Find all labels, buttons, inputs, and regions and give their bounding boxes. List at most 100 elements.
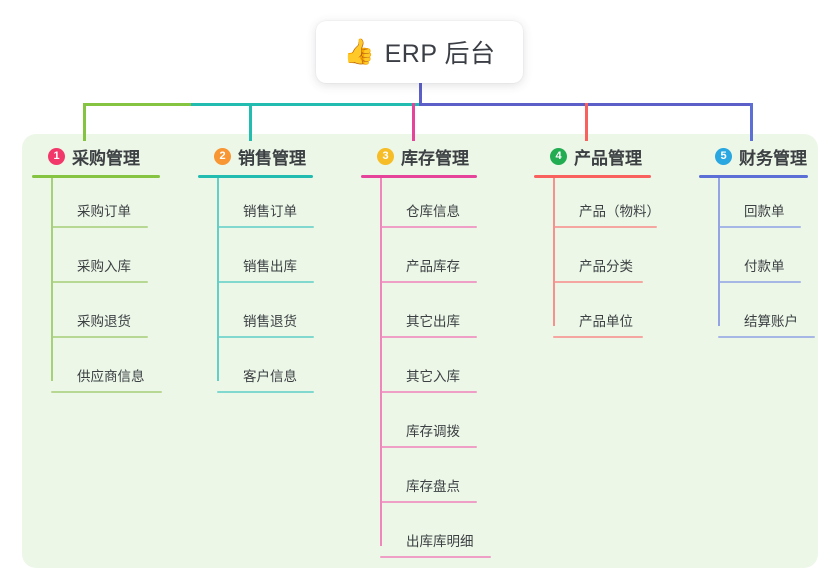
branch-spine-3	[380, 178, 382, 546]
leaf-item[interactable]: 其它出库	[380, 313, 477, 338]
branch-badge-2: 2	[214, 147, 231, 165]
root-stem-connector	[419, 83, 422, 106]
leaf-item[interactable]: 仓库信息	[380, 203, 477, 228]
leaf-label: 采购订单	[77, 204, 131, 219]
branch-rule-4	[534, 175, 651, 178]
leaf-label: 回款单	[744, 204, 785, 219]
drop-stem-col-4	[585, 103, 588, 141]
leaf-rule	[51, 391, 162, 393]
leaf-label: 销售出库	[243, 259, 297, 274]
branch-rule-5	[699, 175, 808, 178]
root-title: ERP 后台	[384, 40, 496, 68]
leaf-item[interactable]: 销售订单	[217, 203, 314, 228]
leaf-item[interactable]: 其它入库	[380, 368, 477, 393]
branch-spine-4	[553, 178, 555, 326]
leaf-label: 其它出库	[406, 314, 460, 329]
branch-header-5[interactable]: 5 财务管理	[699, 143, 808, 169]
leaf-label: 库存调拨	[406, 424, 460, 439]
leaf-item[interactable]: 库存盘点	[380, 478, 477, 503]
leaf-item[interactable]: 销售退货	[217, 313, 314, 338]
leaf-label: 其它入库	[406, 369, 460, 384]
leaf-rule	[217, 281, 314, 283]
branch-badge-1: 1	[48, 147, 65, 165]
leaf-item[interactable]: 产品分类	[553, 258, 643, 283]
branch-header-4[interactable]: 4 产品管理	[534, 143, 651, 169]
leaf-label: 客户信息	[243, 369, 297, 384]
leaf-rule	[718, 336, 815, 338]
leaf-rule	[553, 281, 643, 283]
branch-spine-5	[718, 178, 720, 326]
leaf-rule	[217, 336, 314, 338]
leaf-label: 采购退货	[77, 314, 131, 329]
leaf-rule	[553, 336, 643, 338]
branch-column-3: 3 库存管理 仓库信息 产品库存 其它出库 其它入库 库存调拨 库存盘点	[361, 143, 491, 558]
branch-badge-5: 5	[715, 147, 732, 165]
leaf-label: 产品分类	[579, 259, 633, 274]
root-node-card[interactable]: 👍 ERP 后台	[316, 21, 523, 83]
branch-title-5: 财务管理	[739, 148, 807, 168]
branch-spine-2	[217, 178, 219, 381]
leaf-label: 产品（物料）	[579, 204, 660, 219]
leaf-rule	[380, 556, 491, 558]
leaf-rule	[718, 281, 801, 283]
leaf-label: 采购入库	[77, 259, 131, 274]
leaf-label: 库存盘点	[406, 479, 460, 494]
diagram-panel	[22, 134, 818, 568]
leaf-rule	[553, 226, 657, 228]
leaf-rule	[380, 501, 477, 503]
leaf-item[interactable]: 供应商信息	[51, 368, 162, 393]
leaf-rule	[380, 446, 477, 448]
drop-stem-col-1	[83, 103, 86, 141]
branch-column-1: 1 采购管理 采购订单 采购入库 采购退货 供应商信息	[32, 143, 162, 393]
branch-badge-4: 4	[550, 147, 567, 165]
branch-header-2[interactable]: 2 销售管理	[198, 143, 313, 169]
trunk-segment-teal	[191, 103, 419, 106]
branch-column-2: 2 销售管理 销售订单 销售出库 销售退货 客户信息	[198, 143, 314, 393]
leaf-item[interactable]: 回款单	[718, 203, 801, 228]
leaf-rule	[51, 281, 148, 283]
branch-spine-1	[51, 178, 53, 381]
leaf-label: 产品库存	[406, 259, 460, 274]
leaf-label: 产品单位	[579, 314, 633, 329]
leaf-item[interactable]: 付款单	[718, 258, 801, 283]
leaf-item[interactable]: 采购入库	[51, 258, 148, 283]
leaf-rule	[51, 336, 148, 338]
drop-stem-col-2	[249, 103, 252, 141]
leaf-item[interactable]: 结算账户	[718, 313, 815, 338]
branch-header-3[interactable]: 3 库存管理	[361, 143, 477, 169]
leaf-label: 结算账户	[744, 314, 798, 329]
leaf-rule	[380, 281, 477, 283]
branch-title-2: 销售管理	[238, 148, 306, 168]
leaf-item[interactable]: 客户信息	[217, 368, 314, 393]
leaf-rule	[718, 226, 801, 228]
branch-column-5: 5 财务管理 回款单 付款单 结算账户	[699, 143, 815, 338]
branch-title-3: 库存管理	[401, 148, 469, 168]
leaf-item[interactable]: 出库库明细	[380, 533, 491, 558]
leaf-item[interactable]: 产品库存	[380, 258, 477, 283]
leaf-rule	[217, 226, 314, 228]
leaf-rule	[380, 226, 477, 228]
leaf-item[interactable]: 销售出库	[217, 258, 314, 283]
drop-stem-col-5	[750, 103, 753, 141]
leaf-label: 出库库明细	[406, 534, 474, 549]
leaf-item[interactable]: 库存调拨	[380, 423, 477, 448]
drop-stem-col-3	[412, 103, 415, 141]
leaf-label: 销售退货	[243, 314, 297, 329]
branch-header-1[interactable]: 1 采购管理	[32, 143, 160, 169]
leaf-item[interactable]: 采购退货	[51, 313, 148, 338]
leaf-item[interactable]: 产品单位	[553, 313, 643, 338]
thumbs-up-icon: 👍	[343, 37, 375, 66]
branch-rule-3	[361, 175, 477, 178]
leaf-item[interactable]: 产品（物料）	[553, 203, 660, 228]
leaf-item[interactable]: 采购订单	[51, 203, 148, 228]
leaf-label: 付款单	[744, 259, 785, 274]
branch-title-1: 采购管理	[72, 148, 140, 168]
leaf-label: 仓库信息	[406, 204, 460, 219]
leaf-label: 销售订单	[243, 204, 297, 219]
leaf-rule	[51, 226, 148, 228]
leaf-label: 供应商信息	[77, 369, 145, 384]
branch-rule-2	[198, 175, 313, 178]
leaf-rule	[380, 391, 477, 393]
branch-badge-3: 3	[377, 147, 394, 165]
